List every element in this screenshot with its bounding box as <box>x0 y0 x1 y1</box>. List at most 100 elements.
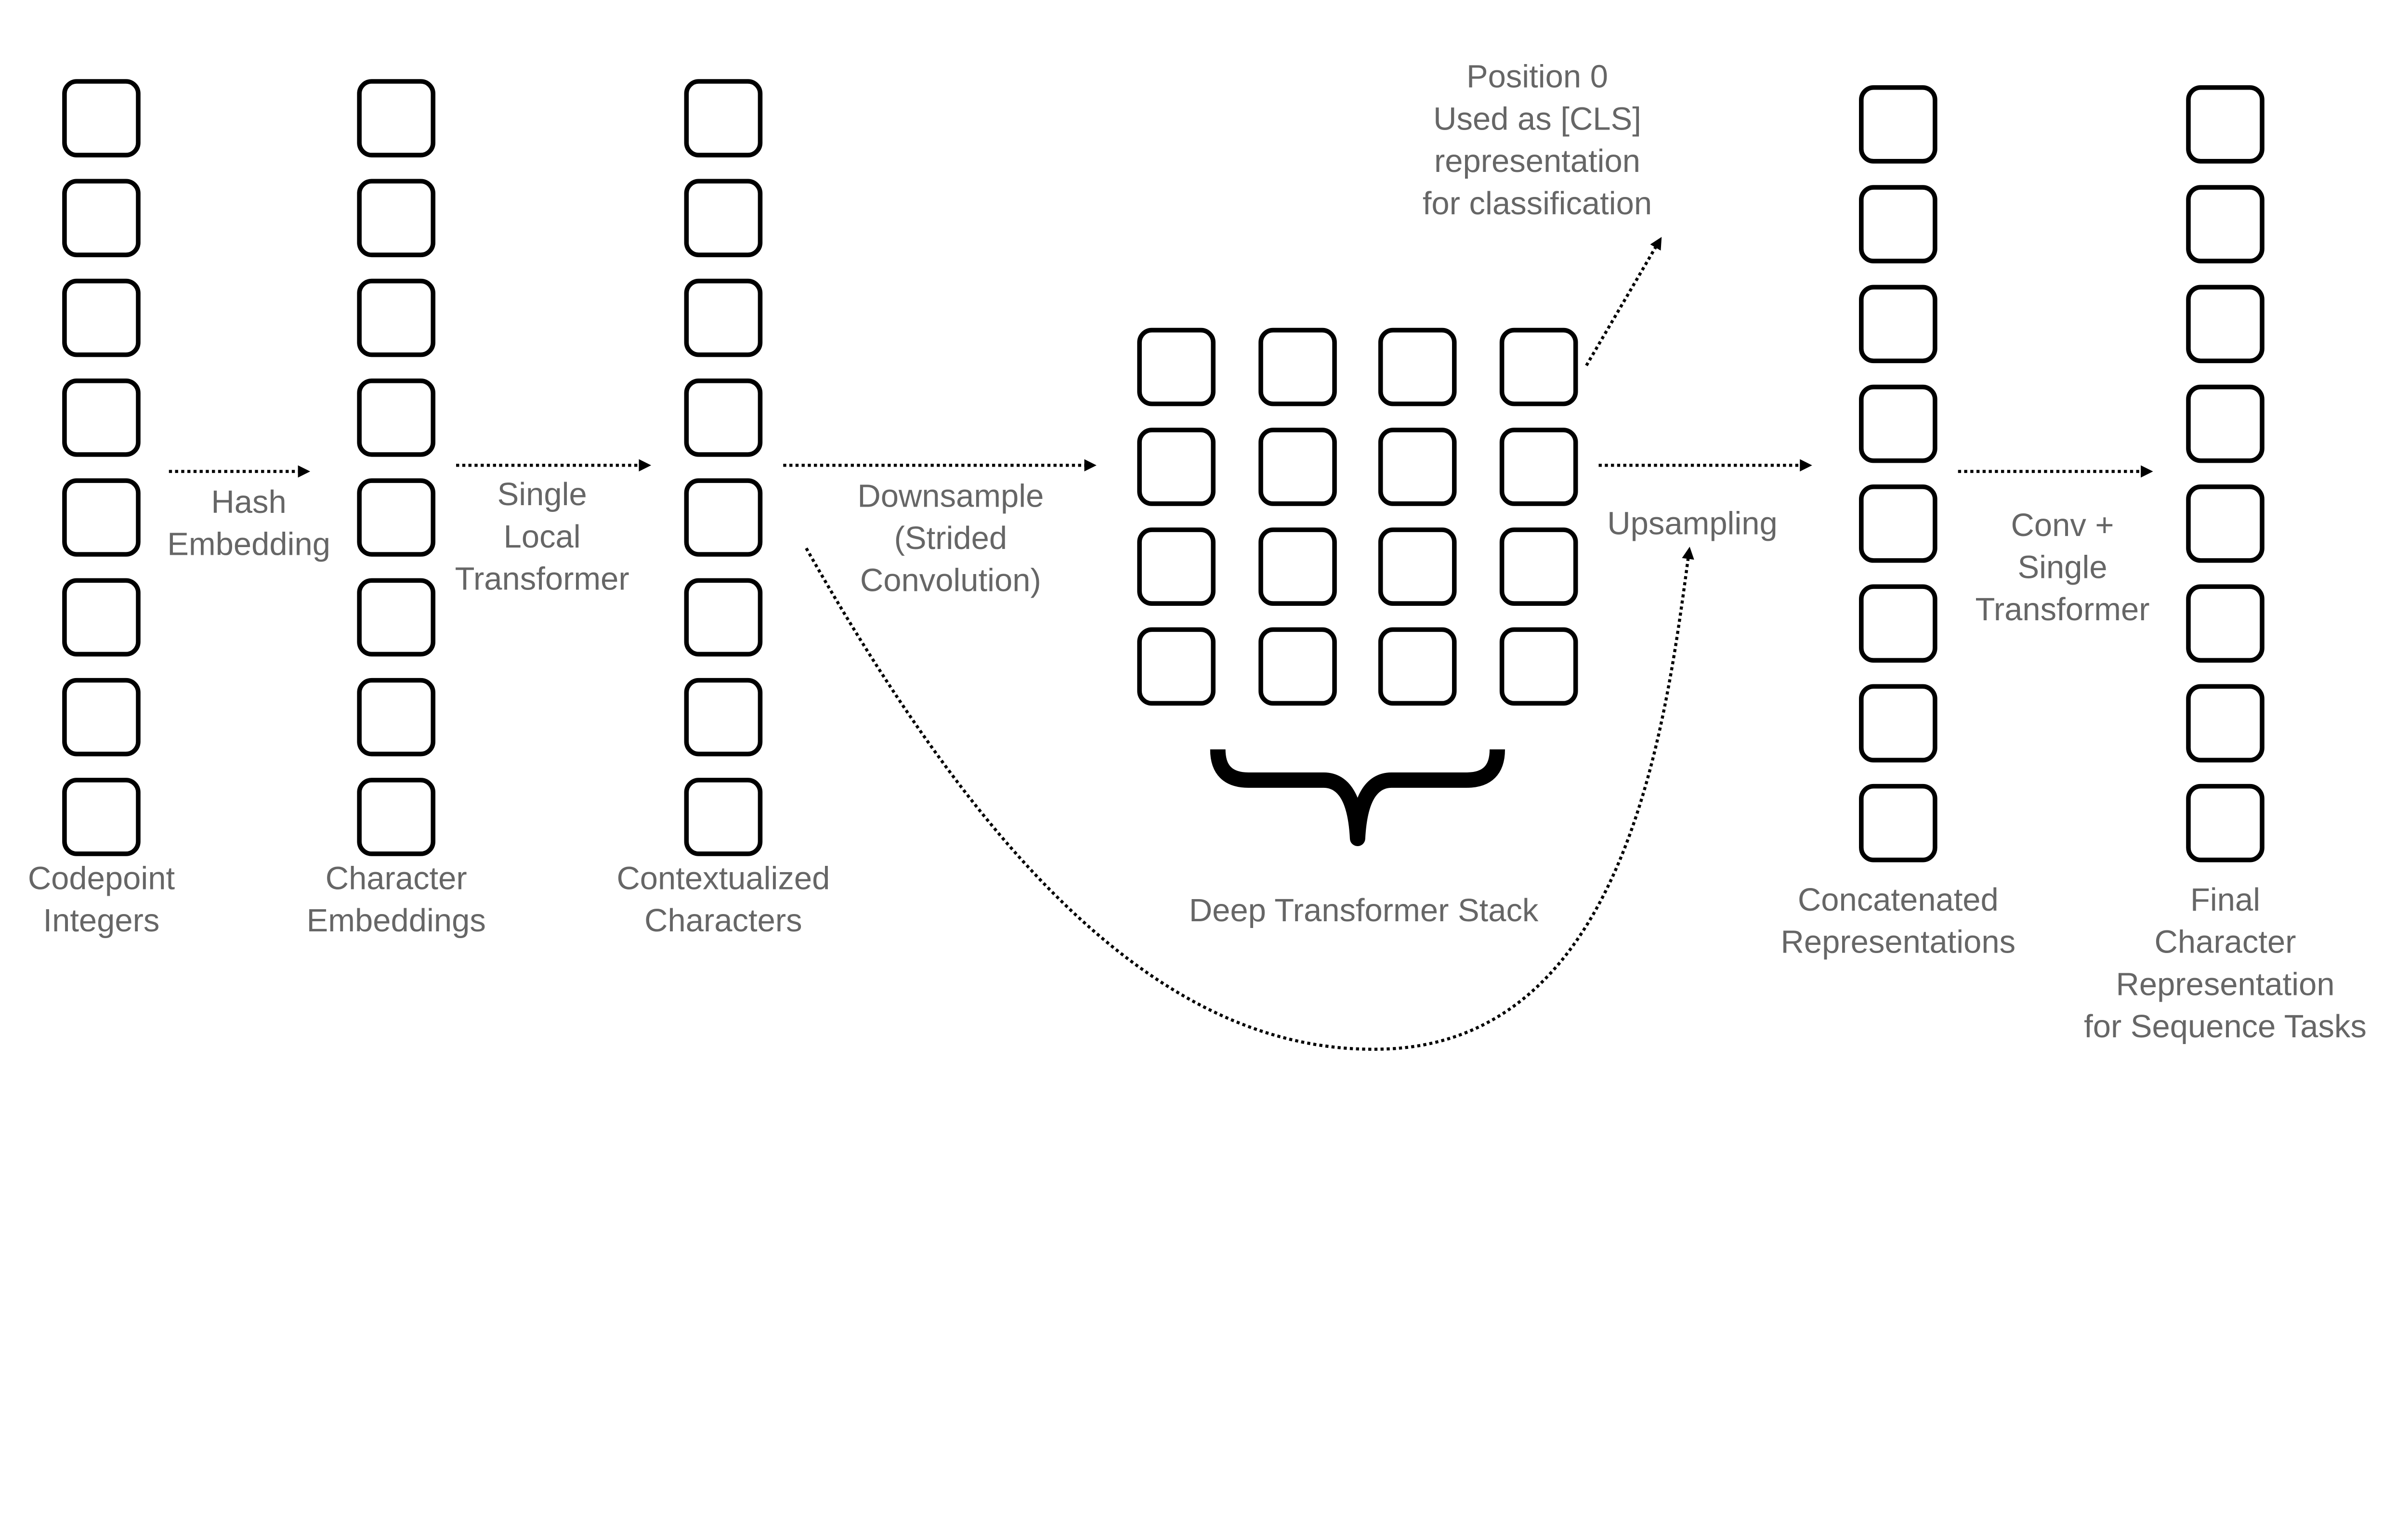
cls-arrow <box>1585 236 1662 366</box>
codepoint-integers-cell <box>62 578 141 657</box>
deep-transformer-stack-grid <box>1137 327 1578 706</box>
concatenated-representations-cell <box>1859 684 1937 763</box>
final-character-representation-cell <box>2186 484 2264 563</box>
stack-cell <box>1137 428 1216 506</box>
codepoint-integers-cell <box>62 379 141 457</box>
codepoint-integers-label-line: Integers <box>43 902 159 939</box>
conv-single-transformer-label-line: Single <box>2017 549 2107 586</box>
character-embeddings-cell <box>357 278 436 357</box>
stack-cell <box>1258 527 1337 606</box>
hash-embedding-label-line: Hash <box>211 484 286 520</box>
contextualized-characters-cell <box>684 379 763 457</box>
codepoint-integers-cell <box>62 179 141 258</box>
upsampling-label: Upsampling <box>1607 506 1778 542</box>
stack-cell <box>1137 327 1216 406</box>
character-embeddings-cell <box>357 379 436 457</box>
concatenated-representations-cell <box>1859 584 1937 663</box>
character-embeddings-cell <box>357 179 436 258</box>
stack-cell <box>1499 627 1578 706</box>
stack-cell <box>1499 428 1578 506</box>
conv-single-transformer-label-line: Conv + <box>2011 507 2114 543</box>
stack-cell <box>1499 327 1578 406</box>
codepoint-integers-cell <box>62 678 141 757</box>
final-character-representation-label-line: Representation <box>2116 966 2334 1002</box>
contextualized-characters-cell <box>684 79 763 157</box>
deep-transformer-stack-label: Deep Transformer Stack <box>1189 892 1539 928</box>
final-character-representation-label-line: Character <box>2155 924 2296 960</box>
concatenated-representations-cell <box>1859 85 1937 164</box>
stack-cell <box>1258 428 1337 506</box>
final-character-representation-cell <box>2186 85 2264 164</box>
final-character-representation-column <box>2186 85 2264 863</box>
residual-skip-arrow <box>805 547 1694 1051</box>
stack-cell <box>1258 327 1337 406</box>
stack-cell <box>1378 627 1457 706</box>
codepoint-integers-cell <box>62 478 141 557</box>
concatenated-representations-label-line: Concatenated <box>1798 882 1999 918</box>
cls-note-label-line: Position 0 <box>1466 59 1608 95</box>
contextualized-characters-cell <box>684 578 763 657</box>
contextualized-characters-cell <box>684 278 763 357</box>
stack-brace <box>1210 749 1505 847</box>
contextualized-characters-label-line: Contextualized <box>616 860 830 896</box>
contextualized-characters-cell <box>684 778 763 856</box>
downsample-label-line: Convolution) <box>860 562 1041 599</box>
concatenated-representations-label-line: Representations <box>1781 924 2016 960</box>
final-character-representation-cell <box>2186 784 2264 863</box>
cls-note-label: Position 0 Used as [CLS] representation for… <box>1423 59 1652 222</box>
codepoint-integers-cell <box>62 79 141 157</box>
character-embeddings-column <box>357 79 436 856</box>
cls-note-label-line: for classification <box>1423 185 1652 222</box>
contextualized-characters-cell <box>684 478 763 557</box>
character-embeddings-cell <box>357 678 436 757</box>
concatenated-representations-cell <box>1859 285 1937 364</box>
cls-note-label-line: representation <box>1434 143 1640 179</box>
hash-embedding-label-line: Embedding <box>167 526 330 562</box>
stack-cell <box>1499 527 1578 606</box>
downsample-label-line: (Strided <box>894 520 1007 556</box>
stack-cell <box>1258 627 1337 706</box>
final-character-representation-cell <box>2186 584 2264 663</box>
contextualized-characters-cell <box>684 678 763 757</box>
single-local-transformer-label-line: Local <box>504 519 581 555</box>
concatenated-representations-cell <box>1859 784 1937 863</box>
downsample-label-line: Downsample <box>857 478 1044 514</box>
character-embeddings-label-line: Character <box>326 860 467 896</box>
character-embeddings-cell <box>357 778 436 856</box>
final-character-representation-cell <box>2186 285 2264 364</box>
final-character-representation-label-line: for Sequence Tasks <box>2084 1008 2367 1045</box>
codepoint-integers-cell <box>62 778 141 856</box>
codepoint-integers-cell <box>62 278 141 357</box>
deep-transformer-stack-label-line: Deep Transformer Stack <box>1189 892 1539 928</box>
stack-cell <box>1378 327 1457 406</box>
contextualized-characters-label-line: Characters <box>644 902 802 939</box>
codepoint-integers-column <box>62 79 141 856</box>
contextualized-characters-column <box>684 79 763 856</box>
concatenated-representations-column <box>1859 85 1937 863</box>
stack-cell <box>1378 527 1457 606</box>
final-character-representation-cell <box>2186 185 2264 263</box>
stack-cell <box>1137 527 1216 606</box>
final-character-representation-cell <box>2186 384 2264 463</box>
character-embeddings-cell <box>357 578 436 657</box>
codepoint-integers-label-line: Codepoint <box>28 860 175 896</box>
concatenated-representations-cell <box>1859 484 1937 563</box>
character-embeddings-cell <box>357 79 436 157</box>
character-embeddings-label-line: Embeddings <box>307 902 486 939</box>
single-local-transformer-label-line: Single <box>497 476 587 512</box>
concatenated-representations-cell <box>1859 185 1937 263</box>
stack-cell <box>1378 428 1457 506</box>
single-local-transformer-label-line: Transformer <box>455 561 629 597</box>
upsampling-label-line: Upsampling <box>1607 506 1778 542</box>
cls-note-label-line: Used as [CLS] <box>1433 101 1641 137</box>
stack-cell <box>1137 627 1216 706</box>
